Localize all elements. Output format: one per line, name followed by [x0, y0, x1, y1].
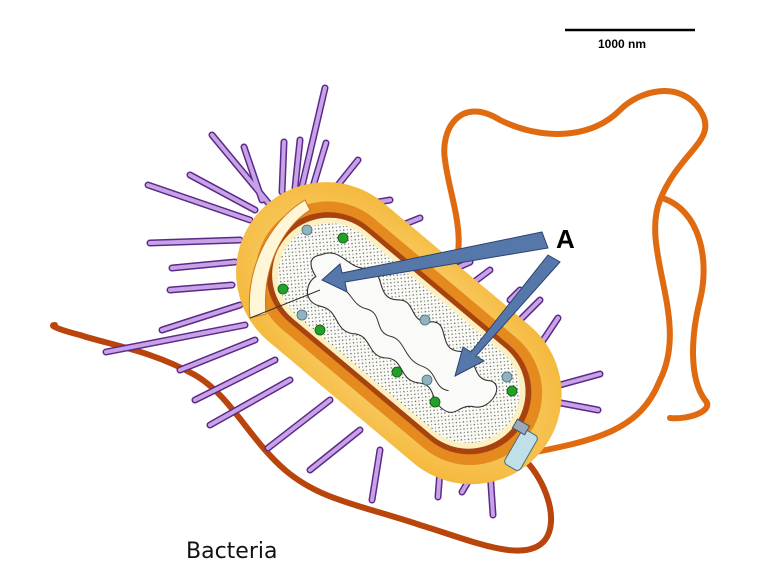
flagellum-long: [441, 88, 709, 458]
arrow-to-nucleoid-2: [454, 254, 561, 377]
nucleoid: [306, 252, 498, 413]
flagellum-right: [659, 195, 711, 422]
caption-label: Bacteria: [186, 539, 277, 564]
flagellum: [50, 322, 555, 554]
granules: [296, 224, 513, 386]
flagellum-motor-icon: [504, 418, 538, 471]
marker-label-a: A: [556, 224, 575, 254]
cutaway-face: [248, 199, 311, 319]
scale-bar-label: 1000 nm: [598, 37, 646, 51]
nucleoid-inner: [334, 285, 449, 392]
ribosomes: [277, 232, 518, 408]
arrow-to-nucleoid-1: [321, 231, 549, 293]
cutaway-edge: [249, 289, 321, 319]
